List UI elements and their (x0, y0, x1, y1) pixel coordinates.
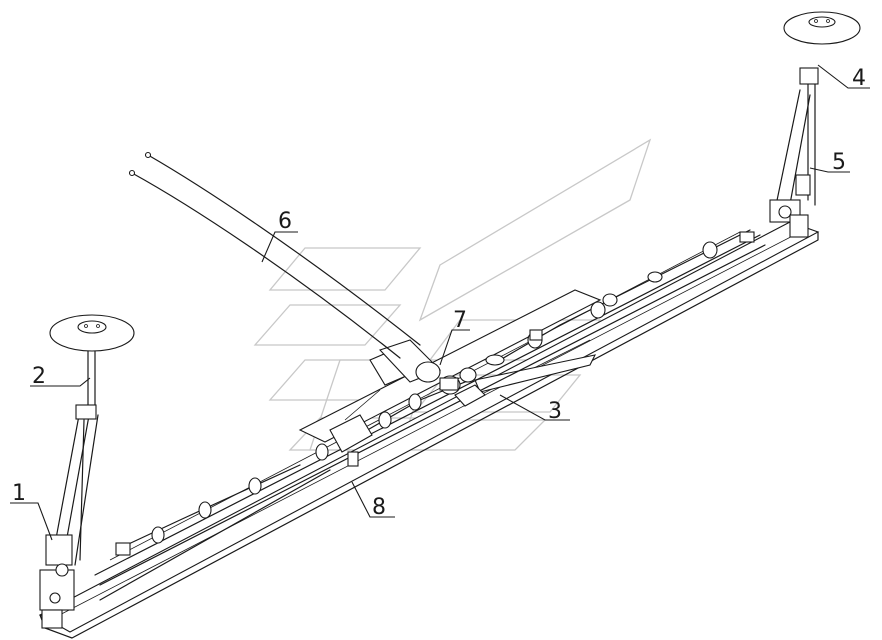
callout-7: 7 (453, 308, 467, 333)
shaft-bearings (115, 231, 755, 556)
callout-labels: 1 2 3 4 5 6 7 8 (12, 66, 866, 520)
left-marker-stand (39, 344, 99, 629)
callout-6: 6 (278, 209, 292, 234)
central-mechanism (329, 339, 486, 453)
base-frame (38, 221, 820, 639)
callout-5: 5 (832, 150, 846, 175)
callout-3: 3 (548, 399, 562, 424)
leader-lines (10, 64, 870, 541)
left-marker-disk (49, 314, 135, 352)
callout-1: 1 (12, 481, 26, 506)
right-marker-stand (769, 67, 819, 238)
callout-4: 4 (852, 66, 866, 91)
callout-2: 2 (32, 364, 46, 389)
right-marker-disk (783, 11, 861, 45)
control-cables (128, 151, 421, 359)
callout-8: 8 (372, 495, 386, 520)
